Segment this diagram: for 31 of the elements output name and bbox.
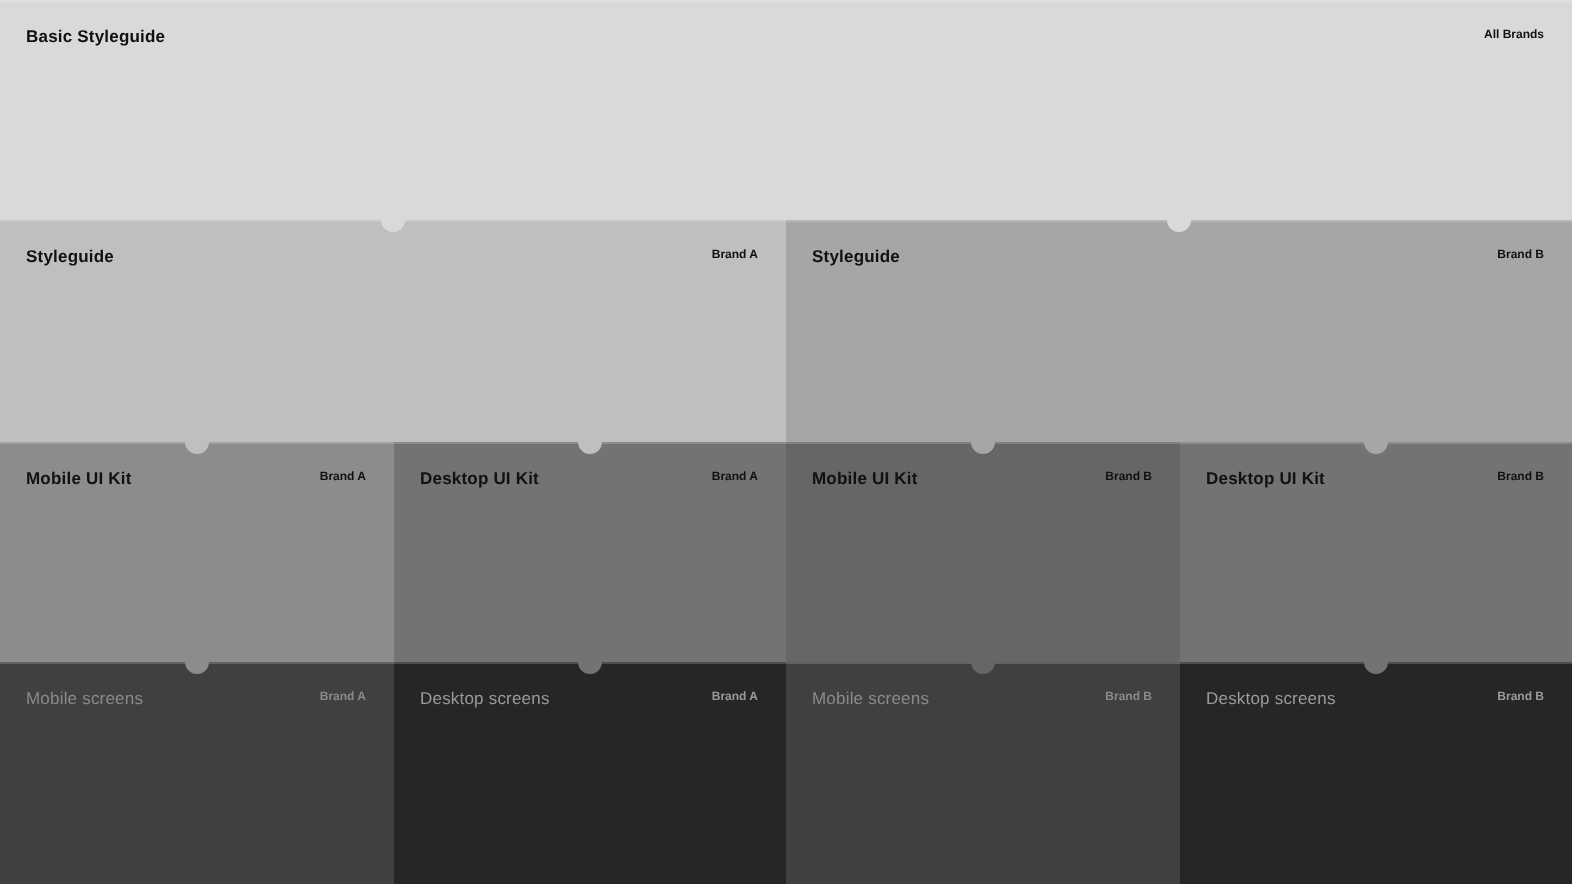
connector-knob [381, 220, 405, 232]
tier-panel [786, 662, 1180, 884]
panel-title: Styleguide [26, 246, 114, 268]
connector-knob [1364, 662, 1388, 674]
tier-panel [0, 0, 1572, 220]
panel-title: Mobile UI Kit [812, 468, 918, 490]
tier-panel [786, 442, 1180, 662]
panel-title: Mobile screens [812, 688, 930, 710]
panel-title: Basic Styleguide [26, 26, 166, 48]
connector-knob [971, 442, 995, 454]
connector-knob [185, 662, 209, 674]
panel-title: Desktop UI Kit [1206, 468, 1325, 490]
panel-title: Mobile UI Kit [26, 468, 132, 490]
panel-title: Styleguide [812, 246, 900, 268]
connector-knob [578, 662, 602, 674]
tier-panel [394, 662, 786, 884]
tier-panel [786, 220, 1572, 442]
panel-title: Desktop screens [1206, 688, 1336, 710]
tier-panel [0, 442, 394, 662]
tier-panel [394, 442, 786, 662]
panel-title: Desktop UI Kit [420, 468, 539, 490]
connector-knob [185, 442, 209, 454]
connector-knob [971, 662, 995, 674]
tier-panel [0, 662, 394, 884]
tier-panel [1180, 442, 1572, 662]
tier-panel [0, 220, 786, 442]
panel-title: Mobile screens [26, 688, 144, 710]
connector-knob [578, 442, 602, 454]
tier-panel [1180, 662, 1572, 884]
panel-title: Desktop screens [420, 688, 550, 710]
connector-knob [1364, 442, 1388, 454]
